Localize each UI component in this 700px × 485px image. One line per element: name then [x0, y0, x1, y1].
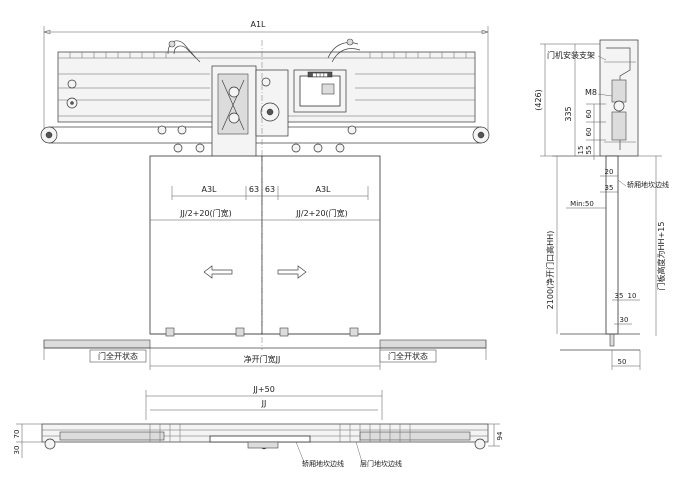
a3l-right-label: A3L [315, 185, 331, 194]
drag-chain-right [327, 38, 361, 63]
dim-30-side: 30 [614, 316, 632, 325]
min-gap-label: Min:50 [570, 200, 594, 208]
dim-15-label: 15 [577, 146, 585, 155]
controller-box: ■■■■ [293, 69, 347, 113]
dim-35a-label: 35 [605, 184, 614, 192]
controller-brand: ■■■■ [312, 72, 327, 77]
jj-plus-50-dimension: JJ+50 [145, 385, 383, 420]
clear-opening-dimension: 净开门宽JJ [149, 348, 381, 370]
car-sill-edge-label: 轿厢地坎边线 [302, 459, 344, 468]
hanger-rollers [173, 125, 357, 153]
gap-right-label: 63 [265, 185, 275, 194]
dim-35b-10: 35 10 [612, 292, 640, 301]
a3l-dimensions: A3L 63 63 A3L [171, 185, 369, 200]
right-open-state-label: 门全开状态 [388, 351, 428, 361]
open-arrow-right [277, 265, 307, 279]
dim-60a-label: 60 [585, 110, 593, 119]
side-hanger-body [599, 39, 639, 157]
dim-426: (426) [534, 43, 600, 157]
side-door-panel [605, 155, 619, 335]
open-state-bars [43, 339, 487, 360]
door-panel-height-dimension: 门板高度为HH+15 [618, 155, 666, 336]
gap-left-label: 63 [249, 185, 259, 194]
dim-35b-label: 35 [615, 292, 624, 300]
jj-half-dimensions: JJ/2+20(门宽) JJ/2+20(门宽) [149, 208, 381, 226]
dim-335: 335 [564, 44, 576, 156]
door-panel-left [149, 155, 263, 335]
left-open-state-label: 门全开状态 [98, 351, 138, 361]
dim-335-label: 335 [564, 106, 573, 121]
plan-dim-30-label: 30 [13, 446, 21, 455]
car-sill-callout: 轿厢地坎边线 [617, 179, 669, 189]
dim-50-side-label: 50 [618, 358, 627, 366]
a3l-left-label: A3L [201, 185, 217, 194]
bolt-label: M8 [585, 88, 597, 97]
right-pulley [472, 126, 490, 144]
dim-30-side-label: 30 [620, 316, 629, 324]
side-door-shoe [609, 333, 615, 347]
plan-dim-70-label: 70 [13, 430, 21, 439]
dim-50-side: 50 [611, 350, 641, 370]
open-arrow-left [203, 265, 233, 279]
bracket-label: 门机安装支架 [547, 50, 595, 60]
dim-10-label: 10 [628, 292, 637, 300]
jj-plus-50-label: JJ+50 [252, 385, 275, 394]
door-panel-right [261, 155, 381, 335]
a1l-label: A1L [250, 20, 266, 29]
dim-55-label: 55 [585, 146, 593, 155]
dim-35a: 35 [600, 184, 618, 193]
plan-dim-94-label: 94 [496, 431, 504, 440]
dim-20: 20 [600, 168, 618, 177]
min-gap: Min:50 [566, 200, 606, 209]
door-bottom-guides [165, 327, 359, 337]
dim-stack: 60 60 15 55 [577, 103, 606, 160]
clear-height-label: 2100(净开门口高HH) [545, 231, 555, 310]
clear-height-dimension: 2100(净开门口高HH) [545, 155, 604, 334]
side-view: (426) 335 门机安装支架 M8 60 60 15 55 20 [534, 39, 669, 370]
plan-view: JJ+50 JJ 30 70 [13, 385, 504, 468]
front-view: A1L [40, 20, 490, 370]
plan-right-dims: 94 [488, 423, 504, 447]
drag-chain-left [167, 40, 201, 63]
left-rollers [66, 79, 187, 135]
dim-60b-label: 60 [585, 128, 593, 137]
car-sill-label: 轿厢地坎边线 [627, 180, 669, 189]
jj-half-left-label: JJ/2+20(门宽) [179, 208, 232, 218]
dim-20-label: 20 [605, 168, 614, 176]
jj-dimension: JJ [150, 399, 378, 411]
plan-sill-callouts: 轿厢地坎边线 层门地坎边线 [295, 441, 402, 468]
plan-left-dims: 30 70 [13, 423, 42, 458]
a1l-dimension: A1L [43, 20, 489, 132]
dim-426-label: (426) [534, 89, 543, 111]
plan-sill-assembly [41, 423, 489, 450]
jj-label: JJ [261, 399, 267, 408]
left-pulley [40, 126, 58, 144]
landing-sill-edge-label: 层门地坎边线 [360, 459, 402, 468]
jj-half-right-label: JJ/2+20(门宽) [295, 208, 348, 218]
hanger-mechanism [211, 65, 289, 159]
bracket-callout: 门机安装支架 [547, 50, 607, 61]
door-panel-height-label: 门板高度为HH+15 [656, 222, 666, 291]
clear-opening-label: 净开门宽JJ [244, 354, 281, 364]
